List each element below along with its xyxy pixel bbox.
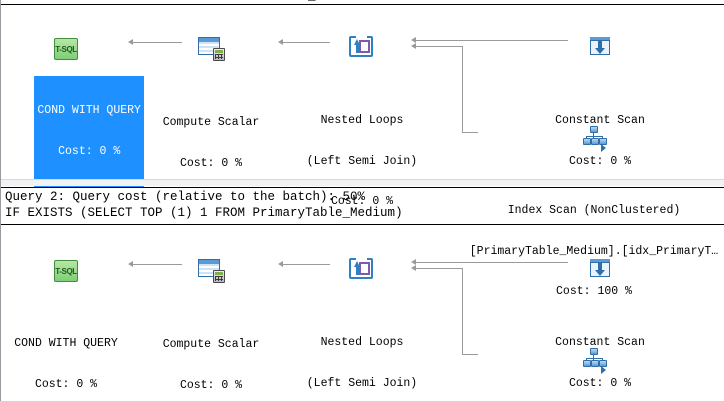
- node-object-line: [PrimaryTable_Medium].[idx_PrimaryT…: [469, 244, 719, 258]
- node-index-scan-query-1[interactable]: Index Scan (NonClustered) [PrimaryTable_…: [468, 100, 720, 350]
- nested-loops-icon: [349, 256, 375, 281]
- node-join-line: (Left Semi Join): [306, 376, 418, 390]
- node-label: Constant Scan Cost: 0 %: [540, 87, 660, 195]
- connector-index-to-loops-top-q2: [416, 268, 463, 269]
- arrowhead-compute: [278, 39, 283, 45]
- node-label-line: Constant Scan: [555, 114, 645, 127]
- node-constant-scan-query-1[interactable]: Constant Scan Cost: 0 %: [540, 10, 660, 219]
- connector-compute-to-result-q2: [132, 264, 182, 265]
- panel-divider-band: [1, 179, 724, 186]
- node-nested-loops-query-2[interactable]: Nested Loops (Left Semi Join) Cost: 0 %: [300, 232, 424, 401]
- query-1-clipped-statement: _: [308, 0, 336, 1]
- node-label: Nested Loops (Left Semi Join) Cost: 0 %: [300, 87, 424, 236]
- node-compute-scalar-query-2[interactable]: Compute Scalar Cost: 0 %: [156, 234, 266, 401]
- node-label-line: Index Scan (NonClustered): [507, 204, 681, 217]
- node-label-line: COND WITH QUERY: [14, 337, 118, 350]
- node-label-line: Nested Loops: [320, 114, 404, 127]
- node-label: Nested Loops (Left Semi Join) Cost: 0 %: [300, 309, 424, 401]
- node-result-query-2[interactable]: T-SQL COND WITH QUERY Cost: 0 %: [8, 234, 124, 401]
- arrowhead-loops-inner-q2: [411, 265, 416, 271]
- connector-index-to-loops-vert-q2: [462, 268, 463, 354]
- connector-index-to-loops-bottom: [462, 132, 478, 133]
- node-cost-line: Cost: 0 %: [58, 144, 121, 158]
- query-2-header-top-rule: [1, 187, 724, 188]
- connector-loops-to-compute-q2: [282, 264, 330, 265]
- node-index-scan-query-2[interactable]: Index Scan (NonClustered) [PrimaryTable_…: [468, 322, 720, 401]
- nested-loops-icon: [349, 34, 375, 59]
- connector-index-to-loops-bottom-q2: [462, 354, 478, 355]
- node-nested-loops-query-1[interactable]: Nested Loops (Left Semi Join) Cost: 0 %: [300, 10, 424, 260]
- node-label: Compute Scalar Cost: 0 %: [156, 311, 266, 401]
- constant-scan-icon: [588, 35, 612, 59]
- query-2-statement: IF EXISTS (SELECT TOP (1) 1 FROM Primary…: [5, 206, 403, 220]
- node-label-line: Compute Scalar: [162, 116, 260, 129]
- node-cost-line: Cost: 0 %: [179, 378, 243, 392]
- node-cost-line: Cost: 100 %: [556, 285, 632, 298]
- node-cost-line: Cost: 0 %: [34, 377, 98, 391]
- node-cost-line: Cost: 0 %: [179, 156, 243, 170]
- arrowhead-compute-q2: [278, 261, 283, 267]
- node-label-line: Nested Loops: [320, 336, 404, 349]
- index-scan-icon: [581, 125, 607, 152]
- query-1-header-rule: [1, 4, 724, 5]
- connector-compute-to-result: [132, 42, 182, 43]
- node-compute-scalar-query-1[interactable]: Compute Scalar Cost: 0 %: [156, 12, 266, 221]
- query-2-cost-header: Query 2: Query cost (relative to the bat…: [5, 190, 366, 204]
- node-label-line: Constant Scan: [555, 336, 645, 349]
- connector-index-to-loops-top: [416, 46, 463, 47]
- node-constant-scan-query-2[interactable]: Constant Scan Cost: 0 %: [540, 232, 660, 401]
- connector-index-to-loops-vert: [462, 46, 463, 132]
- node-result-query-1[interactable]: T-SQL COND WITH QUERY Cost: 0 %: [8, 12, 144, 199]
- compute-scalar-icon: [197, 259, 225, 283]
- node-cost-line: Cost: 0 %: [568, 154, 632, 168]
- node-label-line: Compute Scalar: [162, 338, 260, 351]
- arrowhead-loops-inner: [411, 43, 416, 49]
- tsql-icon: T-SQL: [54, 38, 78, 60]
- query-2-header-bottom-rule: [1, 224, 724, 225]
- panel-divider-line: [1, 179, 724, 180]
- node-label: Constant Scan Cost: 0 %: [540, 309, 660, 401]
- connector-constant-to-loops: [416, 40, 568, 41]
- arrowhead-loops-outer-q2: [411, 259, 416, 265]
- node-label-line: COND WITH QUERY: [37, 104, 141, 117]
- node-cost-line: Cost: 0 %: [330, 195, 394, 208]
- arrowhead-result-q2: [128, 261, 133, 267]
- node-join-line: (Left Semi Join): [306, 154, 418, 168]
- arrowhead-result: [128, 39, 133, 45]
- index-scan-icon: [581, 347, 607, 374]
- constant-scan-icon: [588, 257, 612, 281]
- arrowhead-loops-outer: [411, 37, 416, 43]
- connector-loops-to-compute: [282, 42, 330, 43]
- node-label: Compute Scalar Cost: 0 %: [156, 89, 266, 197]
- connector-constant-to-loops-q2: [416, 262, 568, 263]
- compute-scalar-icon: [197, 37, 225, 61]
- node-label: COND WITH QUERY Cost: 0 %: [8, 310, 124, 401]
- node-label: Index Scan (NonClustered) [PrimaryTable_…: [468, 177, 720, 326]
- tsql-icon: T-SQL: [54, 260, 78, 282]
- node-cost-line: Cost: 0 %: [568, 376, 632, 390]
- panel-left-border: [0, 0, 1, 401]
- node-label: COND WITH QUERY Cost: 0 %: [34, 76, 144, 187]
